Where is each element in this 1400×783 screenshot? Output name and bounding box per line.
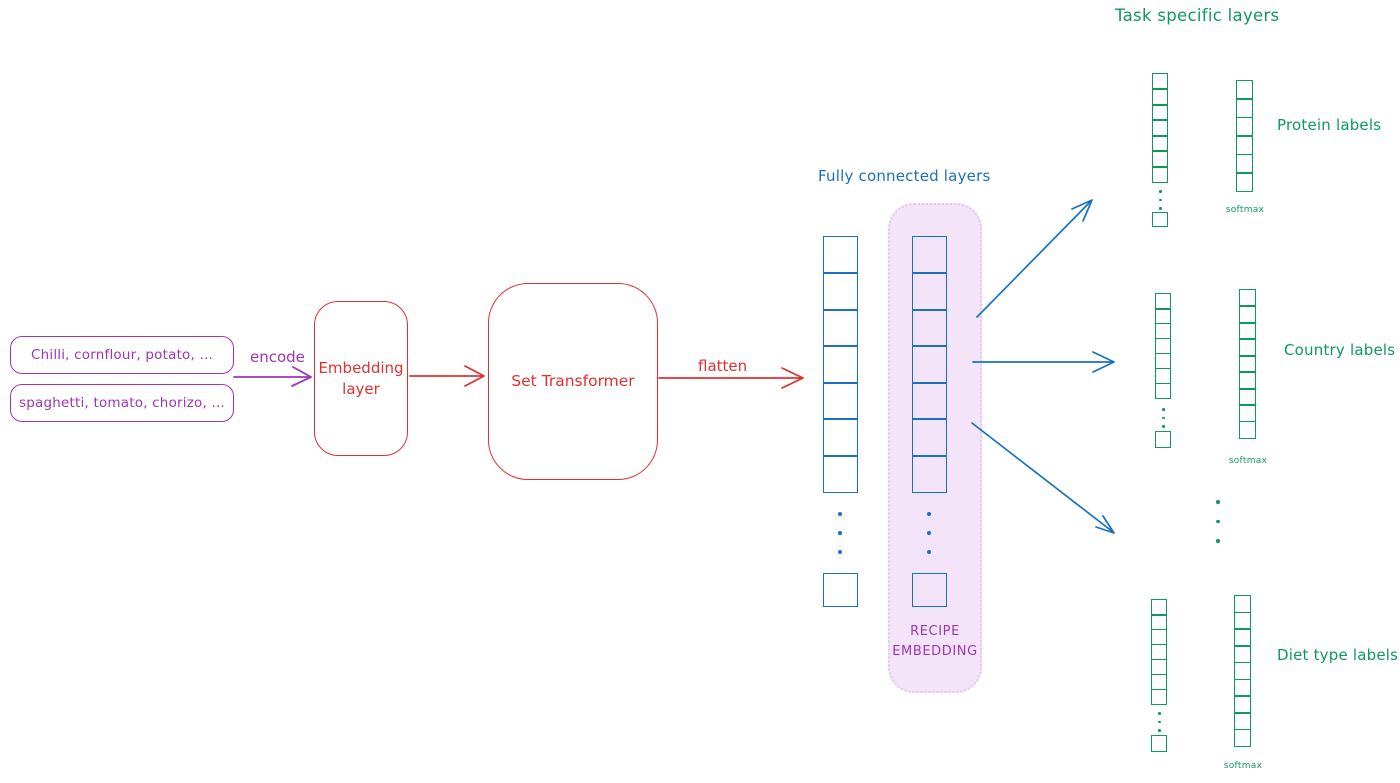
protein-hidden-vector <box>1152 73 1168 183</box>
country-last-cell <box>1155 431 1171 448</box>
fc-vector-1 <box>823 236 858 493</box>
recipe-embedding-label: RECIPE EMBEDDING <box>892 624 978 659</box>
diet-hidden-vector <box>1151 599 1167 706</box>
country-softmax-vector <box>1239 289 1256 439</box>
embedding-to-transformer-arrow <box>409 365 485 387</box>
task-groups-ellipsis <box>1216 500 1220 559</box>
embedding-layer-label: Embedding layer <box>318 359 404 398</box>
task-specific-title: Task specific layers <box>1115 6 1280 25</box>
flatten-label: flatten <box>698 357 748 375</box>
fc-vector-2-ellipsis <box>927 512 931 569</box>
diet-ellipsis <box>1158 712 1161 738</box>
diet-softmax-vector <box>1234 595 1251 748</box>
ingredients-box-1: Chilli, cornflour, potato, ... <box>10 336 234 374</box>
recipe-embedding-highlight <box>888 203 982 693</box>
set-transformer-label: Set Transformer <box>511 372 635 391</box>
ingredients-text-2: spaghetti, tomato, chorizo, ... <box>19 395 225 411</box>
encode-label: encode <box>250 348 305 366</box>
ingredients-text-1: Chilli, cornflour, potato, ... <box>31 347 213 363</box>
country-softmax-label: softmax <box>1228 456 1268 466</box>
diet-softmax-label: softmax <box>1223 761 1263 771</box>
protein-softmax-vector <box>1236 80 1253 193</box>
fanout-arrow-country <box>972 351 1115 373</box>
fanout-arrow-protein <box>976 199 1093 318</box>
encode-arrow <box>233 366 312 387</box>
fc-vector-2-last-cell <box>912 573 947 607</box>
set-transformer-box: Set Transformer <box>488 283 658 480</box>
fanout-arrow-diet <box>971 422 1115 534</box>
protein-softmax-label: softmax <box>1225 205 1265 215</box>
fc-vector-2 <box>912 236 947 493</box>
fully-connected-title: Fully connected layers <box>818 167 991 185</box>
fc-vector-1-last-cell <box>823 573 858 607</box>
diet-labels-text: Diet type labels <box>1277 646 1399 664</box>
protein-labels-text: Protein labels <box>1277 116 1382 134</box>
embedding-layer-box: Embedding layer <box>314 301 408 456</box>
protein-last-cell <box>1152 212 1168 227</box>
diet-last-cell <box>1151 735 1167 752</box>
fc-vector-1-ellipsis <box>838 512 842 569</box>
country-labels-text: Country labels <box>1284 341 1396 359</box>
country-ellipsis <box>1162 408 1165 434</box>
ingredients-box-2: spaghetti, tomato, chorizo, ... <box>10 384 234 422</box>
country-hidden-vector <box>1155 293 1171 400</box>
protein-ellipsis <box>1159 190 1162 216</box>
